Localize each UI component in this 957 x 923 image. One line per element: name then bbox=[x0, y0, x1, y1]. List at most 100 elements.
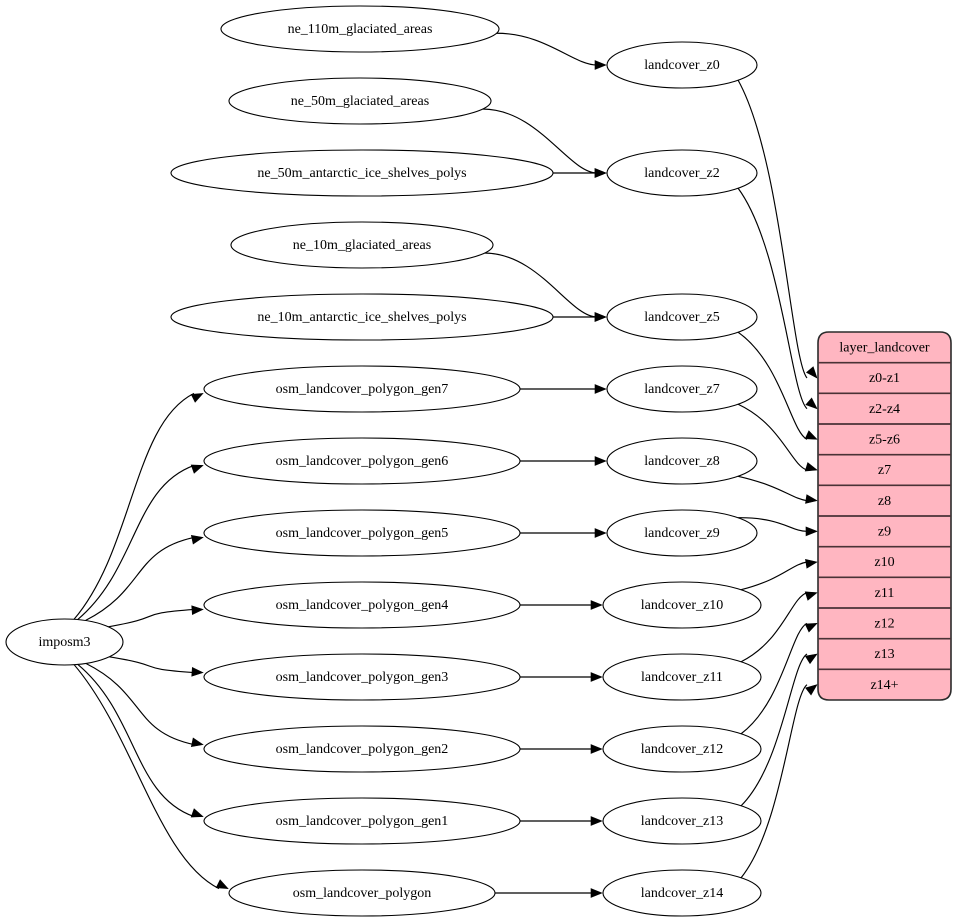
node-ne_10m_antarctic_ice_shelves_polys[interactable]: ne_10m_antarctic_ice_shelves_polys bbox=[170, 293, 554, 341]
node-osm_landcover_polygon_gen4[interactable]: osm_landcover_polygon_gen4 bbox=[203, 581, 521, 629]
node-label: ne_50m_antarctic_ice_shelves_polys bbox=[257, 166, 466, 181]
node-landcover_z12[interactable]: landcover_z12 bbox=[602, 725, 762, 773]
node-osm_landcover_polygon_gen2[interactable]: osm_landcover_polygon_gen2 bbox=[203, 725, 521, 773]
edge-ne_110m_glaciated_areas-to-landcover_z0 bbox=[496, 32, 598, 66]
edge-landcover_z11-to-record-row-7 bbox=[740, 592, 808, 663]
edge-imposm3-to-osm_landcover_polygon_gen4 bbox=[108, 608, 195, 628]
edge-arrowhead bbox=[805, 366, 818, 379]
node-label: landcover_z5 bbox=[644, 310, 719, 325]
edge-landcover_z14-to-record-row-10 bbox=[740, 684, 808, 879]
edge-arrowhead bbox=[215, 879, 229, 889]
record-table[interactable]: layer_landcover z0-z1 z2-z4 z5-z6 z7 z8 z9 z10 z… bbox=[817, 331, 952, 701]
node-landcover_z10[interactable]: landcover_z10 bbox=[602, 581, 762, 629]
node-osm_landcover_polygon_gen6[interactable]: osm_landcover_polygon_gen6 bbox=[203, 437, 521, 485]
edge-imposm3-to-osm_landcover_polygon_gen7 bbox=[73, 392, 195, 620]
edge-arrowhead bbox=[804, 622, 818, 633]
node-landcover_z14[interactable]: landcover_z14 bbox=[602, 869, 762, 917]
node-osm_landcover_polygon_gen5[interactable]: osm_landcover_polygon_gen5 bbox=[203, 509, 521, 557]
node-landcover_z5[interactable]: landcover_z5 bbox=[606, 293, 758, 341]
edge-arrowhead bbox=[804, 462, 818, 472]
node-landcover_z2[interactable]: landcover_z2 bbox=[606, 149, 758, 197]
edge-arrowhead bbox=[191, 605, 204, 616]
edge-imposm3-to-osm_landcover_polygon_gen3 bbox=[109, 656, 195, 674]
node-landcover_z7[interactable]: landcover_z7 bbox=[606, 365, 758, 413]
node-ne_50m_glaciated_areas[interactable]: ne_50m_glaciated_areas bbox=[228, 77, 492, 125]
edge-arrowhead bbox=[805, 559, 818, 569]
edge-arrowhead bbox=[191, 666, 204, 677]
edge-landcover_z5-to-record-row-2 bbox=[737, 331, 808, 440]
record-row-label: z8 bbox=[878, 494, 891, 509]
node-label: landcover_z2 bbox=[644, 166, 719, 181]
node-label: imposm3 bbox=[38, 635, 90, 650]
node-osm_landcover_polygon_gen1[interactable]: osm_landcover_polygon_gen1 bbox=[203, 797, 521, 845]
record-row-label: z9 bbox=[878, 525, 891, 540]
edge-arrowhead bbox=[805, 526, 818, 537]
record-header-label: layer_landcover bbox=[839, 341, 930, 356]
node-landcover_z13[interactable]: landcover_z13 bbox=[602, 797, 762, 845]
edge-arrowhead bbox=[590, 816, 603, 826]
edge-arrowhead bbox=[594, 528, 607, 538]
edge-landcover_z8-to-record-row-4 bbox=[737, 475, 808, 502]
edge-ne_50m_glaciated_areas-to-landcover_z2 bbox=[482, 108, 598, 174]
node-label: landcover_z13 bbox=[641, 814, 723, 829]
node-osm_landcover_polygon_gen3[interactable]: osm_landcover_polygon_gen3 bbox=[203, 653, 521, 701]
node-label: osm_landcover_polygon_gen5 bbox=[276, 526, 449, 541]
node-label: osm_landcover_polygon_gen6 bbox=[276, 454, 449, 469]
record-row-label: z0-z1 bbox=[869, 371, 900, 386]
node-label: ne_10m_glaciated_areas bbox=[293, 238, 431, 253]
record-row-label: z11 bbox=[875, 586, 895, 601]
record-row-label: z14+ bbox=[870, 678, 898, 693]
node-label: ne_10m_antarctic_ice_shelves_polys bbox=[257, 310, 466, 325]
edge-imposm3-to-osm_landcover_polygon_gen2 bbox=[85, 662, 195, 746]
node-label: ne_50m_glaciated_areas bbox=[291, 94, 429, 109]
node-ne_110m_glaciated_areas[interactable]: ne_110m_glaciated_areas bbox=[220, 5, 500, 53]
edge-ne_10m_glaciated_areas-to-landcover_z5 bbox=[484, 252, 598, 318]
edge-arrowhead bbox=[594, 384, 607, 394]
edge-arrowhead bbox=[590, 672, 603, 682]
node-label: landcover_z14 bbox=[641, 886, 723, 901]
node-label: landcover_z7 bbox=[644, 382, 719, 397]
edge-imposm3-to-osm_landcover_polygon_gen1 bbox=[77, 663, 195, 818]
edge-arrowhead bbox=[804, 591, 818, 601]
node-imposm3[interactable]: imposm3 bbox=[5, 618, 124, 666]
node-layer: ne_110m_glaciated_areas ne_50m_glaciated_… bbox=[5, 5, 762, 917]
edge-arrowhead bbox=[190, 393, 204, 403]
node-ne_10m_glaciated_areas[interactable]: ne_10m_glaciated_areas bbox=[230, 221, 494, 269]
edge-arrowhead bbox=[594, 168, 607, 178]
node-label: landcover_z12 bbox=[641, 742, 723, 757]
edge-imposm3-to-osm_landcover_polygon_gen6 bbox=[77, 464, 195, 621]
edge-landcover_z12-to-record-row-8 bbox=[740, 622, 808, 735]
node-label: landcover_z9 bbox=[644, 526, 719, 541]
edge-landcover_z7-to-record-row-3 bbox=[737, 403, 808, 471]
node-landcover_z11[interactable]: landcover_z11 bbox=[602, 653, 762, 701]
node-osm_landcover_polygon[interactable]: osm_landcover_polygon bbox=[228, 869, 496, 917]
edge-landcover_z2-to-record-row-1 bbox=[737, 187, 808, 410]
record-row-label: z10 bbox=[874, 555, 894, 570]
record-row-label: z13 bbox=[874, 647, 894, 662]
node-landcover_z0[interactable]: landcover_z0 bbox=[606, 41, 758, 89]
node-label: osm_landcover_polygon_gen1 bbox=[276, 814, 449, 829]
node-label: landcover_z11 bbox=[641, 670, 723, 685]
edge-arrowhead bbox=[190, 464, 204, 474]
node-osm_landcover_polygon_gen7[interactable]: osm_landcover_polygon_gen7 bbox=[203, 365, 521, 413]
edge-arrowhead bbox=[190, 808, 204, 818]
edge-arrowhead bbox=[594, 456, 607, 466]
node-landcover_z9[interactable]: landcover_z9 bbox=[606, 509, 758, 557]
node-landcover_z8[interactable]: landcover_z8 bbox=[606, 437, 758, 485]
edge-arrowhead bbox=[594, 312, 607, 322]
record-row-label: z7 bbox=[878, 463, 891, 478]
edge-landcover_z9-to-record-row-5 bbox=[738, 517, 808, 532]
record-row-label: z2-z4 bbox=[869, 402, 900, 417]
edge-imposm3-to-osm_landcover_polygon bbox=[73, 664, 220, 890]
node-label: osm_landcover_polygon bbox=[293, 886, 431, 901]
edge-landcover_z10-to-record-row-6 bbox=[740, 561, 808, 591]
record-row-label: z5-z6 bbox=[869, 433, 900, 448]
node-ne_50m_antarctic_ice_shelves_polys[interactable]: ne_50m_antarctic_ice_shelves_polys bbox=[170, 149, 554, 197]
edge-imposm3-to-osm_landcover_polygon_gen5 bbox=[85, 536, 195, 622]
record-row-label: z12 bbox=[874, 617, 894, 632]
node-label: osm_landcover_polygon_gen2 bbox=[276, 742, 449, 757]
edge-arrowhead bbox=[804, 430, 818, 440]
node-label: osm_landcover_polygon_gen4 bbox=[276, 598, 449, 613]
